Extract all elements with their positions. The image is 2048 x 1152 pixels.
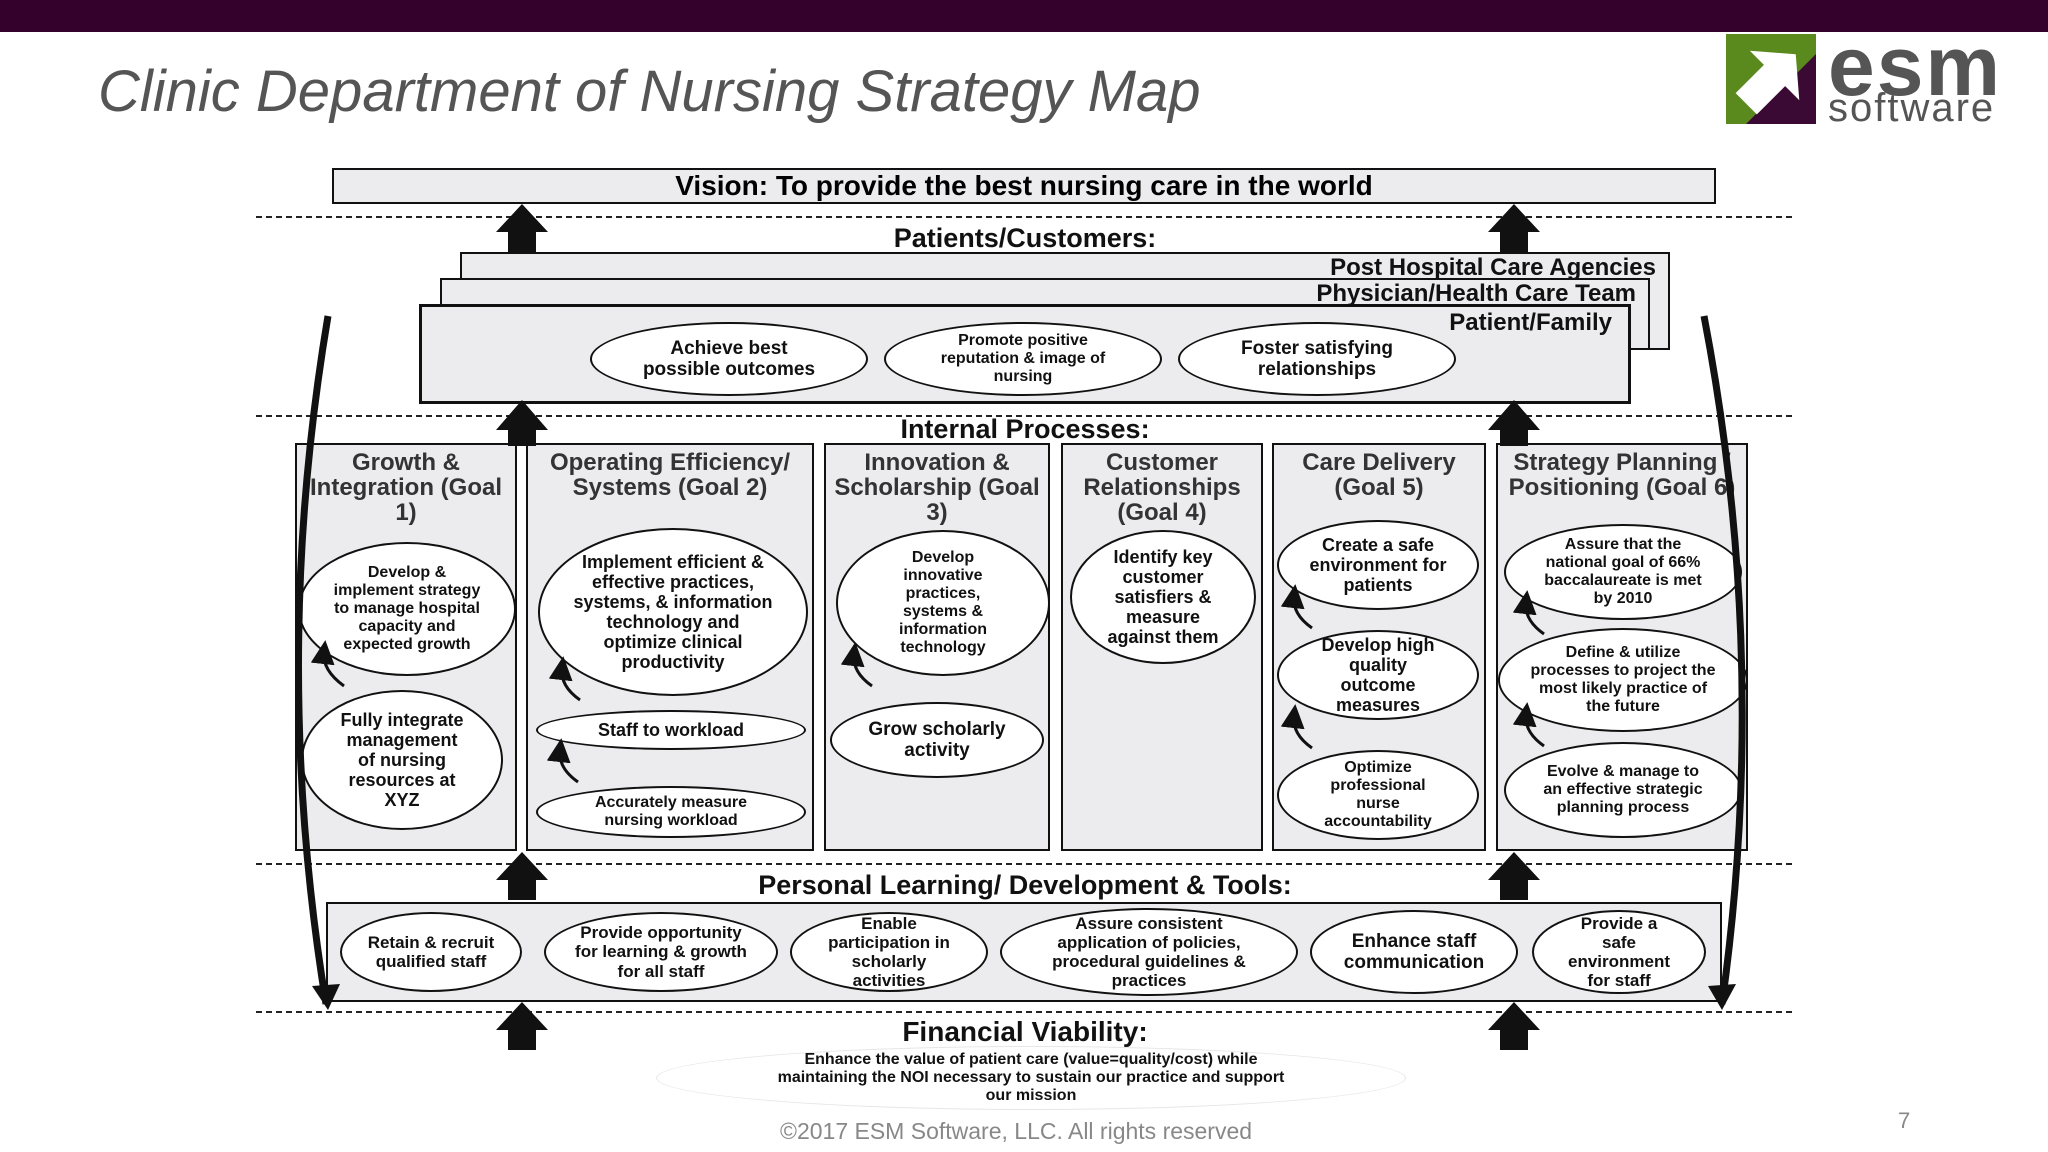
objective-reputation: Promote positive reputation & image of n… <box>884 322 1162 396</box>
goal-2-item-1: Implement efficient & effective practice… <box>538 528 808 696</box>
up-arrow-learning-right <box>1488 1002 1540 1050</box>
top-bar <box>0 0 2048 32</box>
logo-text-esm: esm <box>1828 19 2003 113</box>
learning-heading: Personal Learning/ Development & Tools: <box>758 870 1292 900</box>
learning-item-6: Provide a safe environment for staff <box>1532 910 1706 994</box>
learning-item-1: Retain & recruit qualified staff <box>340 912 522 992</box>
goal-2-item-3: Accurately measure nursing workload <box>536 786 806 838</box>
divider-2 <box>256 415 1792 417</box>
goal-5-item-3: Optimize professional nurse accountabili… <box>1277 750 1479 840</box>
up-arrow-vision-left <box>496 204 548 252</box>
learning-item-5: Enhance staff communication <box>1310 910 1518 994</box>
goal-3-item-2: Grow scholarly activity <box>830 702 1044 778</box>
goal-1-item-2: Fully integrate management of nursing re… <box>301 690 503 830</box>
right-curved-arrow <box>1700 315 1746 1005</box>
up-arrow-internal-left <box>496 852 548 900</box>
page-title: Clinic Department of Nursing Strategy Ma… <box>98 59 1201 124</box>
divider-3 <box>256 863 1792 865</box>
goal-5-item-1: Create a safe environment for patients <box>1277 520 1479 610</box>
patients-heading: Patients/Customers: <box>893 223 1157 253</box>
left-curved-arrow <box>295 315 332 1005</box>
goal-6-item-2: Define & utilize processes to project th… <box>1498 628 1748 732</box>
up-arrow-vision-right <box>1488 204 1540 252</box>
goal-4-title: Customer Relationships (Goal 4) <box>1083 449 1241 527</box>
esm-logo: esm software <box>1720 19 2040 130</box>
goal-6-title: Strategy Planning / Positioning (Goal 6) <box>1508 449 1736 502</box>
learning-item-2: Provide opportunity for learning & growt… <box>544 912 778 992</box>
esm-logo-mark <box>1726 34 1816 124</box>
goal-4-item-1: Identify key customer satisfiers & measu… <box>1070 530 1256 664</box>
small-arrow-goal3 <box>840 642 873 688</box>
up-arrow-internal-right <box>1488 852 1540 900</box>
goal-5-title: Care Delivery (Goal 5) <box>1302 449 1456 502</box>
small-arrow-goal6-b <box>1512 702 1545 748</box>
small-arrow-goal5-b <box>1280 704 1313 750</box>
small-arrow-goal2-a <box>548 656 581 702</box>
goal-1-title: Growth & Integration (Goal 1) <box>310 449 502 527</box>
copyright-footer: ©2017 ESM Software, LLC. All rights rese… <box>780 1118 1253 1144</box>
objective-relationships: Foster satisfying relationships <box>1178 322 1456 396</box>
up-arrow-patients-right <box>1488 400 1540 446</box>
small-arrow-goal5-a <box>1280 584 1313 630</box>
goal-5-item-2: Develop high quality outcome measures <box>1277 630 1479 720</box>
goal-2-title: Operating Efficiency/ Systems (Goal 2) <box>549 449 791 502</box>
financial-heading: Financial Viability: <box>902 1016 1148 1047</box>
divider-4 <box>256 1011 1792 1013</box>
vision-banner: Vision: To provide the best nursing care… <box>332 168 1716 204</box>
goal-6-item-3: Evolve & manage to an effective strategi… <box>1504 742 1742 838</box>
learning-item-4: Assure consistent application of policie… <box>1000 908 1298 996</box>
objective-outcomes: Achieve best possible outcomes <box>590 322 868 396</box>
divider-1 <box>256 216 1792 218</box>
logo-text-software: software <box>1828 86 1996 130</box>
up-arrow-learning-left <box>496 1002 548 1050</box>
goal-3-title: Innovation & Scholarship (Goal 3) <box>834 449 1040 527</box>
small-arrow-goal6-a <box>1512 590 1545 636</box>
layer-label-physician: Physician/Health Care Team <box>1316 280 1636 307</box>
page-number: 7 <box>1898 1108 1911 1133</box>
small-arrow-goal1 <box>310 640 345 688</box>
small-arrow-goal2-b <box>546 738 579 784</box>
financial-objective: Enhance the value of patient care (value… <box>656 1046 1406 1110</box>
goal-6-item-1: Assure that the national goal of 66% bac… <box>1504 524 1742 620</box>
goal-2-item-2: Staff to workload <box>536 710 806 750</box>
goal-3-item-1: Develop innovative practices, systems & … <box>836 530 1050 676</box>
learning-item-3: Enable participation in scholarly activi… <box>790 912 988 992</box>
layer-label-post-hospital: Post Hospital Care Agencies <box>1330 254 1656 281</box>
layer-label-patient-family: Patient/Family <box>1449 309 1612 336</box>
internal-heading: Internal Processes: <box>900 414 1150 444</box>
up-arrow-patients-left <box>496 400 548 446</box>
